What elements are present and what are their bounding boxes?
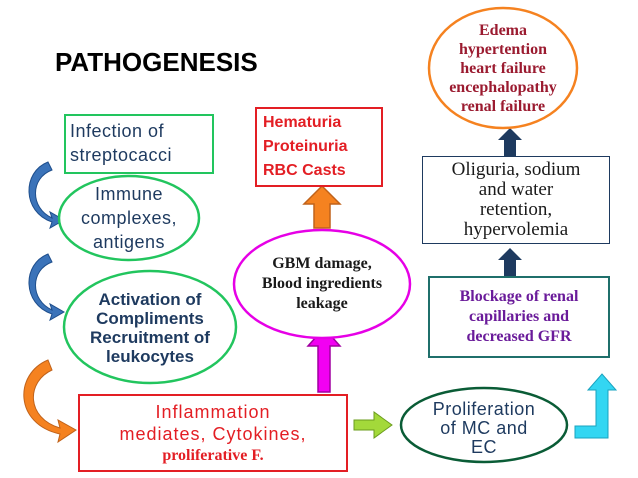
inflammation-box	[78, 394, 348, 472]
proliferation-line-1: Proliferation	[432, 398, 536, 419]
inflammation-line-3: proliferative F.	[162, 447, 264, 464]
immune-line-3: antigens	[92, 232, 166, 252]
immune-ellipse	[57, 174, 201, 262]
hematuria-line-3: RBC Casts	[263, 162, 346, 179]
infection-line-1: Infection of	[70, 121, 165, 141]
activation-line-1: Activation of	[98, 290, 202, 309]
activation-ellipse	[62, 269, 238, 385]
edema-line-5: renal failure	[460, 97, 546, 115]
activation-line-2: Compliments	[96, 309, 204, 328]
orange-up-arrow-icon	[302, 184, 342, 229]
proliferation-line-3: EC	[470, 436, 497, 457]
hematuria-line-2: Proteinuria	[263, 138, 348, 155]
immune-line-2: complexes,	[80, 208, 178, 228]
blockage-line-2: capillaries and	[468, 308, 569, 325]
gbm-line-1: GBM damage,	[272, 255, 372, 272]
edema-line-2: hypertention	[459, 40, 547, 58]
inflammation-line-2: mediates, Cytokines,	[119, 424, 307, 444]
edema-line-1: Edema	[479, 21, 527, 39]
activation-text: Activation of Compliments Recruitment of…	[66, 290, 234, 366]
oliguria-text: Oliguria, sodium and water retention, hy…	[423, 157, 609, 243]
edema-line-4: encephalopathy	[449, 78, 557, 96]
activation-line-4: leukocytes	[106, 347, 194, 366]
hematuria-line-1: Hematuria	[263, 114, 342, 131]
immune-text: Immune complexes, antigens	[59, 180, 199, 256]
immune-line-1: Immune	[94, 184, 164, 204]
oliguria-box	[422, 156, 610, 244]
proliferation-ellipse	[399, 386, 569, 464]
hematuria-text: Hematuria Proteinuria RBC Casts	[263, 111, 347, 183]
navy-up-arrow-right-icon	[498, 248, 522, 276]
gbm-text: GBM damage, Blood ingredients leakage	[236, 254, 408, 314]
edema-line-3: heart failure	[460, 59, 546, 77]
navy-up-arrow-top-icon	[498, 128, 522, 156]
infection-box	[64, 114, 214, 174]
cyan-bent-arrow-icon	[574, 373, 618, 439]
gbm-ellipse	[232, 228, 412, 340]
inflammation-line-1: Inflammation	[155, 402, 271, 422]
blockage-text: Blockage of renal capillaries and decrea…	[430, 282, 608, 352]
proliferation-text: Proliferation of MC and EC	[405, 398, 563, 457]
oliguria-line-1: Oliguria, sodium	[451, 159, 581, 180]
curved-arrow-1-icon	[28, 161, 66, 230]
edema-text: Edema hypertention heart failure encepha…	[433, 12, 573, 124]
page-title: PATHOGENESIS	[55, 47, 258, 77]
edema-ellipse	[427, 6, 579, 130]
oliguria-line-4: hypervolemia	[463, 219, 569, 240]
infection-text: Infection of streptocacci	[70, 119, 172, 167]
proliferation-line-2: of MC and	[440, 417, 528, 438]
gbm-line-3: leakage	[296, 295, 348, 312]
inflammation-text: Inflammation mediates, Cytokines, prolif…	[80, 400, 346, 468]
gbm-line-2: Blood ingredients	[261, 275, 383, 292]
curved-arrow-2-icon	[28, 253, 66, 322]
green-right-arrow-icon	[353, 411, 393, 439]
oliguria-line-2: and water	[478, 179, 554, 200]
activation-line-3: Recruitment of	[90, 328, 210, 347]
curved-arrow-orange-icon	[23, 359, 77, 444]
blockage-line-3: decreased GFR	[466, 328, 572, 345]
infection-line-2: streptocacci	[70, 145, 173, 165]
oliguria-line-3: retention,	[479, 199, 553, 220]
blockage-box	[428, 276, 610, 358]
blockage-line-1: Blockage of renal	[459, 288, 579, 305]
hematuria-box	[255, 107, 383, 187]
